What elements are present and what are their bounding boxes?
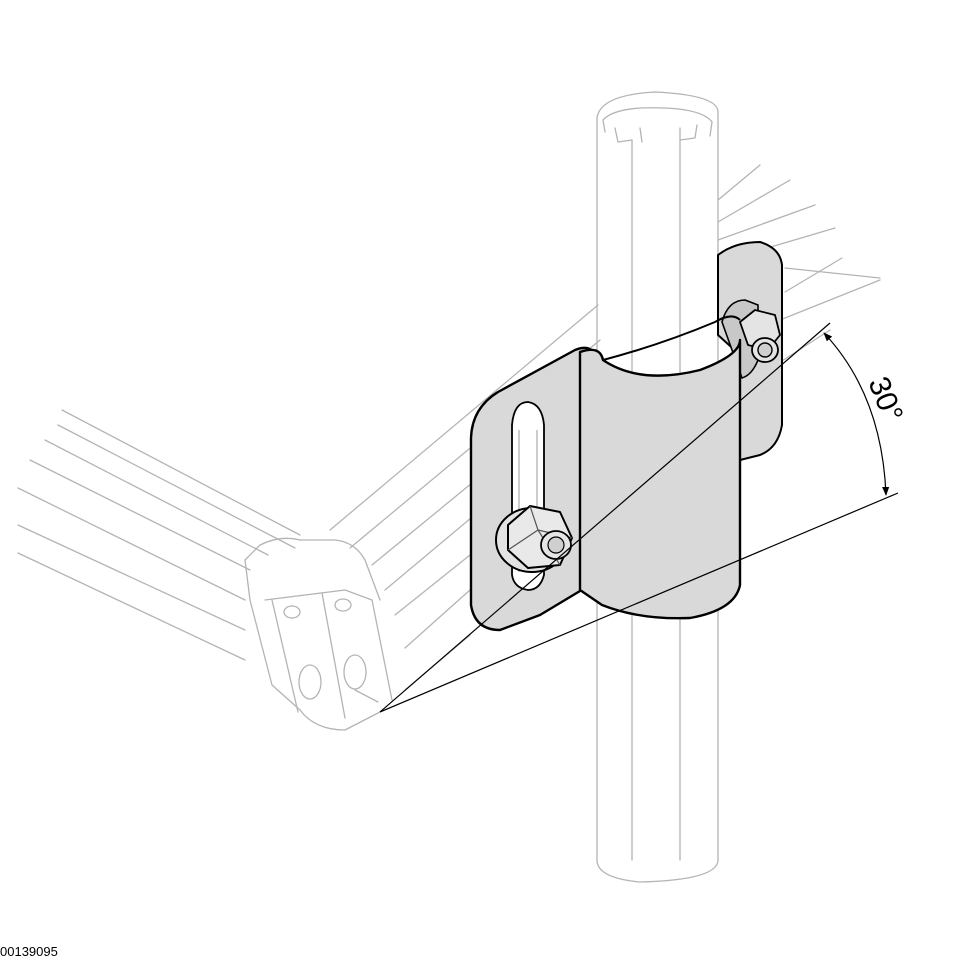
horizontal-profile: [17, 409, 301, 661]
angle-arc: [823, 332, 890, 496]
angle-label: 30°: [862, 372, 910, 426]
corner-connector: [244, 537, 393, 731]
dimension-baseline: [379, 492, 899, 713]
dimension-reference-line: [379, 322, 831, 713]
front-clamp: [469, 315, 742, 632]
clamp-saddle: [578, 338, 742, 620]
frame-profiles: [17, 91, 881, 883]
angle-dimension: [379, 322, 899, 713]
document-number: 00139095: [0, 944, 58, 959]
